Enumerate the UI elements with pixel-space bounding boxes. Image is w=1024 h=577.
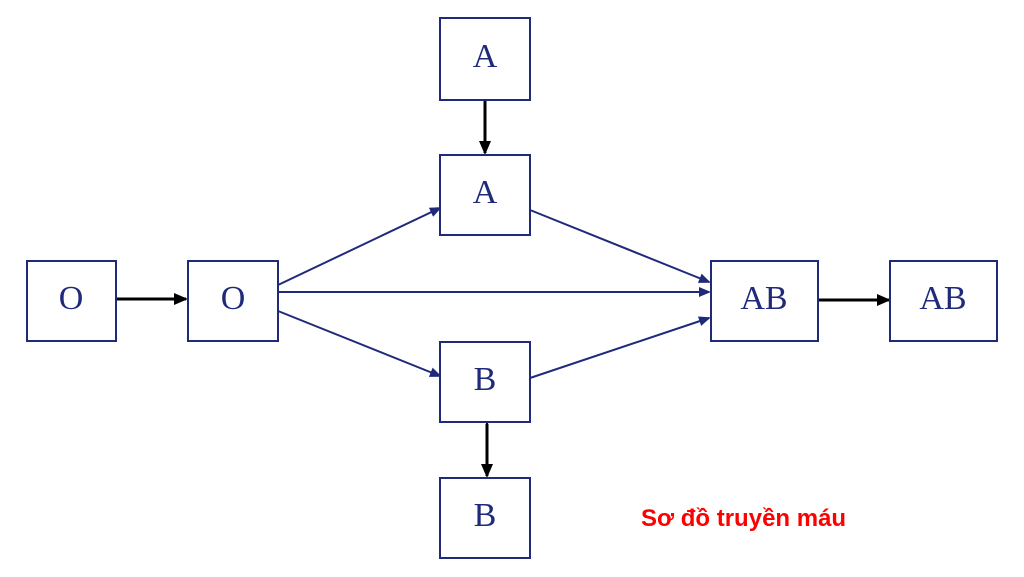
node-o-center-label: O [221,280,246,317]
node-a-top-label: A [473,38,498,75]
node-b-bottom: B [439,477,531,559]
node-a-mid-label: A [473,174,498,211]
arrow-o-to-b [277,310,442,377]
arrow-o-to-a [277,207,442,286]
node-o-left: O [26,260,117,342]
node-a-mid: A [439,154,531,236]
node-ab-center-label: AB [740,280,787,317]
node-b-mid: B [439,341,531,423]
node-ab-right-label: AB [919,280,966,317]
node-o-center: O [187,260,279,342]
node-b-mid-label: B [474,361,497,398]
node-ab-center: AB [710,260,819,342]
node-b-bottom-label: B [474,497,497,534]
node-a-top: A [439,17,531,101]
node-o-left-label: O [59,280,84,317]
arrow-a-to-ab [529,209,711,283]
node-ab-right: AB [889,260,998,342]
arrow-b-to-ab [529,316,711,379]
diagram-caption: Sơ đồ truyền máu [641,505,846,532]
